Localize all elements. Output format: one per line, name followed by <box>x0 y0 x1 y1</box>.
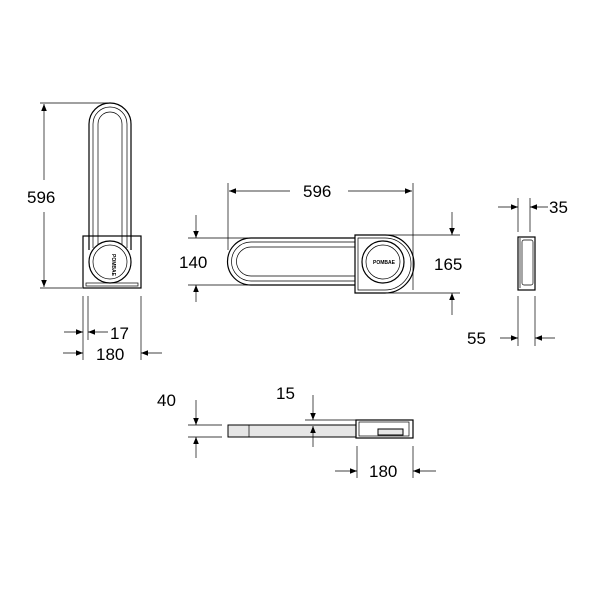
side-view: 35 55 <box>467 198 568 348</box>
dim-front-offset: 17 <box>110 324 129 343</box>
dim-top-base-height: 165 <box>434 255 462 274</box>
dim-front-width: 180 <box>96 345 124 364</box>
top-base-plate <box>354 234 415 294</box>
front-rail-outer <box>88 102 132 250</box>
bottom-base <box>355 419 414 439</box>
dim-bottom-thickness: 40 <box>157 391 176 410</box>
top-rail <box>226 237 355 286</box>
dim-side-base-depth: 55 <box>467 329 486 348</box>
dim-top-length: 596 <box>303 182 331 201</box>
top-knob <box>361 240 405 284</box>
dim-top-bar-height: 140 <box>179 253 207 272</box>
bottom-view: 40 15 180 <box>157 384 436 481</box>
bottom-rail <box>227 424 357 438</box>
top-logo: POMBAE <box>373 260 396 266</box>
dim-front-height: 596 <box>27 188 55 207</box>
dim-bottom-step: 15 <box>276 384 295 403</box>
front-logo: POMBAE <box>110 254 116 277</box>
front-view: POMBAE 596 17 180 <box>27 102 162 364</box>
dim-side-bar-depth: 35 <box>549 198 568 217</box>
top-view: POMBAE 596 140 165 <box>179 182 462 315</box>
front-base-plate <box>82 235 142 289</box>
side-body <box>517 236 536 291</box>
front-knob <box>88 240 132 284</box>
dim-bottom-base-length: 180 <box>369 462 397 481</box>
